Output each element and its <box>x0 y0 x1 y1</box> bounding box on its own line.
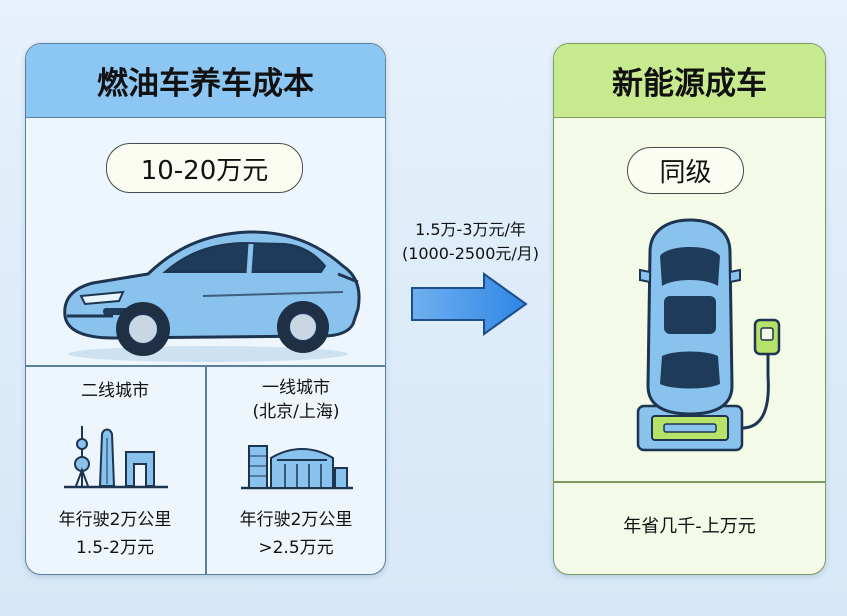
horizontal-divider <box>554 481 825 483</box>
skyline-icon <box>64 426 168 489</box>
comparison-arrow-section: 1.5万-3万元/年 (1000-2500元/月) <box>388 0 553 616</box>
same-level-badge: 同级 <box>627 147 744 194</box>
tier1-cost: >2.5万元 <box>258 538 334 558</box>
sedan-car-icon <box>63 230 361 362</box>
annual-savings-label: 1.5万-3万元/年 (1000-2500元/月) <box>388 218 553 266</box>
tier1-city-section: 一线城市 (北京/上海) 年行驶2万公里 >2.5万元 <box>207 366 385 574</box>
tier1-city-info: 年行驶2万公里 >2.5万元 <box>207 506 385 562</box>
building-icon <box>241 445 353 490</box>
tier2-distance: 年行驶2万公里 <box>58 510 172 530</box>
fuel-car-panel: 燃油车养车成本 10-20万元 二线城市 年行驶2万公里 <box>25 43 386 575</box>
tier1-city-examples: (北京/上海) <box>252 402 340 422</box>
right-arrow-icon <box>411 272 528 336</box>
ev-panel: 新能源成车 同级 年省几千-上万元 <box>553 43 826 575</box>
tier1-distance: 年行驶2万公里 <box>239 510 353 530</box>
monthly-savings-range: (1000-2500元/月) <box>401 244 540 263</box>
tier2-city-info: 年行驶2万公里 1.5-2万元 <box>26 506 204 562</box>
tier2-city-title: 二线城市 <box>81 381 149 401</box>
tier1-city-name: 一线城市 <box>262 378 330 398</box>
vertical-divider <box>205 366 207 574</box>
tier2-city-section: 二线城市 年行驶2万公里 1.5-2万元 <box>26 366 204 574</box>
ev-charging-icon <box>636 218 781 452</box>
ev-savings-text: 年省几千-上万元 <box>623 516 756 537</box>
fuel-car-title: 燃油车养车成本 <box>26 44 385 118</box>
horizontal-divider <box>26 365 385 367</box>
annual-savings-range: 1.5万-3万元/年 <box>415 220 526 239</box>
ev-title: 新能源成车 <box>554 44 825 118</box>
fuel-car-cost-badge: 10-20万元 <box>106 143 303 193</box>
tier2-cost: 1.5-2万元 <box>76 538 154 558</box>
tier1-city-title: 一线城市 (北京/上海) <box>207 376 385 424</box>
